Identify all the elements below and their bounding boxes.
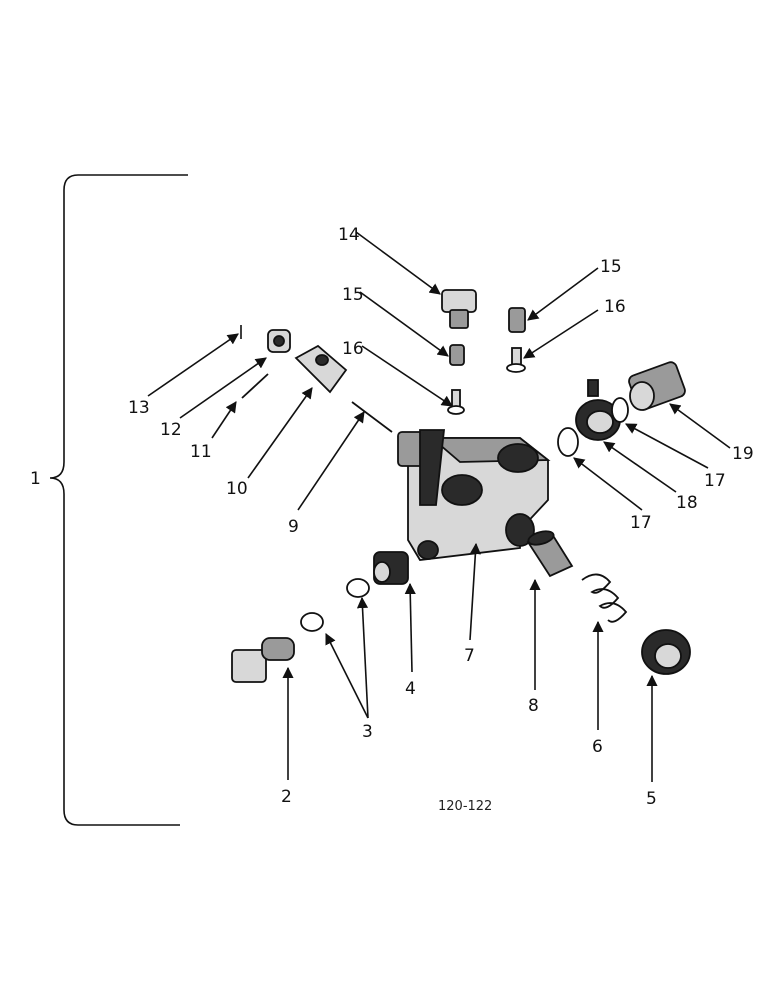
callout-16-left: 16 bbox=[342, 339, 364, 359]
spring-part bbox=[581, 573, 628, 623]
assembly-brace bbox=[49, 174, 188, 826]
valve-seat-part bbox=[373, 551, 409, 585]
callout-10: 10 bbox=[226, 479, 248, 499]
callout-12: 12 bbox=[160, 420, 182, 440]
valve-body-part bbox=[397, 429, 551, 561]
callout-3: 3 bbox=[362, 722, 373, 742]
valve-spring-left-part bbox=[449, 344, 465, 366]
valve-ball-right-part bbox=[506, 347, 526, 373]
callout-14: 14 bbox=[338, 225, 360, 245]
valve-spring-right-part bbox=[508, 307, 526, 333]
cap-part bbox=[575, 379, 621, 441]
fitting-part bbox=[628, 361, 686, 411]
callout-2: 2 bbox=[281, 787, 292, 807]
shaft-part bbox=[351, 401, 393, 433]
leader-lines bbox=[147, 231, 731, 782]
washer-upper-part bbox=[346, 578, 370, 598]
callout-15-right: 15 bbox=[600, 257, 622, 277]
seal-ring-lower-part bbox=[557, 427, 579, 457]
callout-11: 11 bbox=[190, 442, 212, 462]
callout-17-upper: 17 bbox=[704, 471, 726, 491]
callout-18: 18 bbox=[676, 493, 698, 513]
valve-ball-left-part bbox=[447, 389, 465, 415]
figure-code: 120-122 bbox=[438, 799, 492, 814]
rod-part bbox=[241, 373, 269, 399]
nut-part bbox=[267, 329, 291, 353]
callout-16-right: 16 bbox=[604, 297, 626, 317]
callout-7: 7 bbox=[464, 646, 475, 666]
plug-part bbox=[441, 289, 477, 329]
callout-8: 8 bbox=[528, 696, 539, 716]
callout-9: 9 bbox=[288, 517, 299, 537]
callout-5: 5 bbox=[646, 789, 657, 809]
callout-1: 1 bbox=[30, 469, 41, 489]
sleeve-part bbox=[526, 530, 574, 578]
callout-19: 19 bbox=[732, 444, 754, 464]
lever-block-part bbox=[294, 344, 348, 394]
washer-lower-part bbox=[300, 612, 324, 632]
callout-6: 6 bbox=[592, 737, 603, 757]
banjo-bolt-part bbox=[231, 637, 295, 683]
callout-13: 13 bbox=[128, 398, 150, 418]
end-plug-part bbox=[641, 629, 691, 675]
callout-4: 4 bbox=[405, 679, 416, 699]
callout-17-lower: 17 bbox=[630, 513, 652, 533]
callout-15-left: 15 bbox=[342, 285, 364, 305]
seal-ring-upper-part bbox=[611, 397, 629, 423]
